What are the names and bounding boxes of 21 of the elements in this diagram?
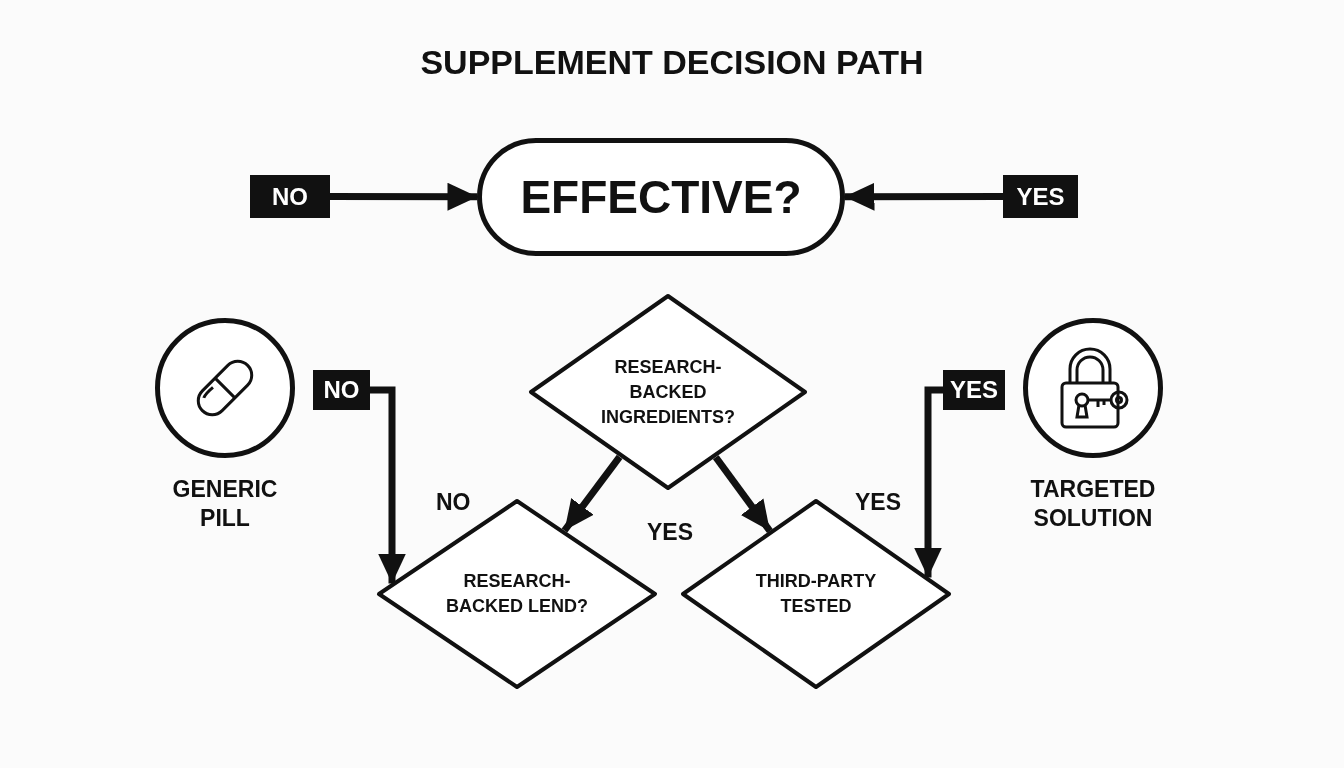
diamond-text: RESEARCH-BACKED LEND?	[445, 570, 589, 618]
answer-tag: NO	[250, 175, 330, 218]
answer-tag: YES	[943, 370, 1005, 410]
arrow	[844, 182, 1003, 211]
question-pill: EFFECTIVE?	[477, 138, 845, 256]
diagram-title: SUPPLEMENT DECISION PATH	[419, 42, 925, 83]
answer-label: YES	[647, 518, 694, 546]
arrow	[914, 386, 943, 578]
arrow	[370, 386, 406, 584]
node-label: TARGETED SOLUTION	[1029, 475, 1157, 533]
decision-diamond	[528, 293, 808, 491]
answer-label: NO	[436, 488, 471, 516]
answer-tag: YES	[1003, 175, 1078, 218]
answer-tag: NO	[313, 370, 370, 410]
arrow	[330, 182, 478, 211]
arrow	[713, 455, 773, 534]
node-label: GENERIC PILL	[171, 475, 279, 533]
diamond-text: RESEARCH-BACKED INGREDIENTS?	[600, 355, 736, 429]
answer-label: YES	[855, 488, 902, 516]
diamond-text: THIRD-PARTY TESTED	[754, 570, 878, 618]
arrow	[561, 454, 623, 533]
